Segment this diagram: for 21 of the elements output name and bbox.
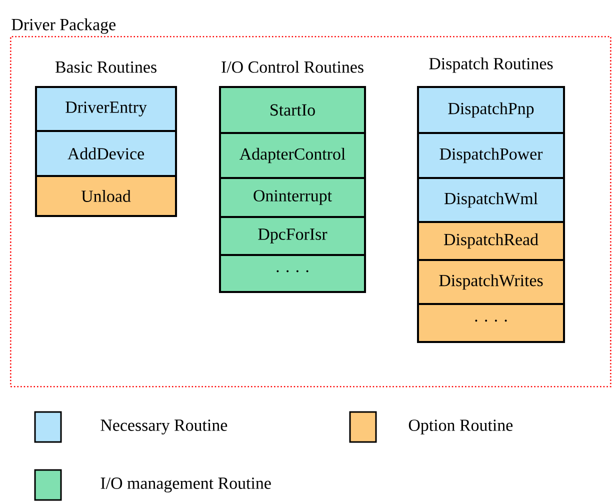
routine-cell: DpcForIsr <box>219 216 366 256</box>
node-label: I/O Control Routines <box>222 60 364 73</box>
routine-cell: AdapterControl <box>219 132 366 179</box>
node-label: Basic Routines <box>55 61 156 73</box>
routine-cell: StartIo <box>219 86 366 134</box>
node-label: Dispatch Routines <box>429 57 553 73</box>
routine-cell: · · · · <box>219 254 366 293</box>
routine-cell: DispatchRead <box>417 221 565 261</box>
routine-cell: DispatchPower <box>417 132 565 179</box>
routine-cell: AddDevice <box>35 130 177 177</box>
legend-label: Necessary Routine <box>100 420 228 434</box>
legend-label: Option Routine <box>408 420 513 434</box>
legend-label: I/O management Routine <box>100 478 271 492</box>
node-label: Driver Package <box>12 18 116 34</box>
routine-cell: DispatchWrites <box>417 259 565 305</box>
routine-cell: DispatchWml <box>417 177 565 223</box>
routine-cell: Unload <box>35 175 177 217</box>
routine-cell: · · · · <box>417 303 565 343</box>
routine-cell: DispatchPnp <box>417 86 565 134</box>
routine-cell: Oninterrupt <box>219 177 366 218</box>
routine-cell: DriverEntry <box>35 86 177 132</box>
